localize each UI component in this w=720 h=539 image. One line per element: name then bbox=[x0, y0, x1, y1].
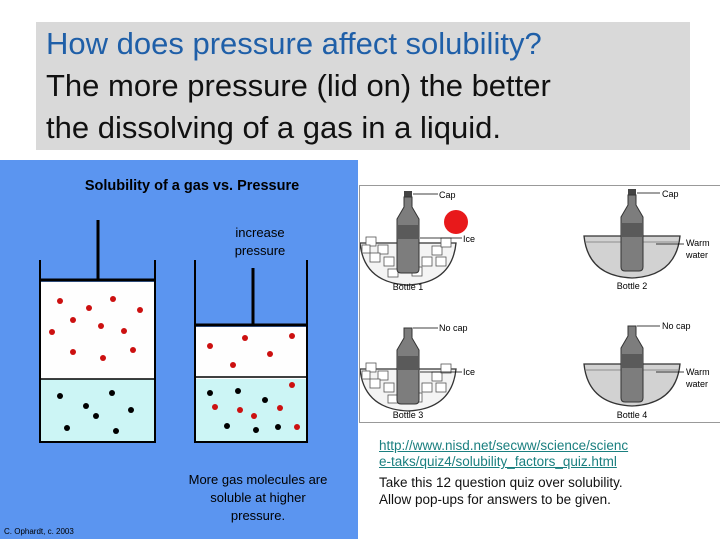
gas-molecules-red bbox=[207, 333, 300, 430]
bottle-3-label: Bottle 3 bbox=[393, 410, 424, 420]
bottle-2: Cap Warm water Bottle 2 bbox=[583, 188, 710, 291]
quiz-note: Take this 12 question quiz over solubili… bbox=[379, 474, 709, 508]
slide-answer-line-1: The more pressure (lid on) the better bbox=[46, 68, 551, 103]
gas-region bbox=[195, 327, 307, 379]
quiz-link-line-1[interactable]: http://www.nisd.net/secww/science/scienc bbox=[379, 438, 629, 453]
bottle-3-ice-callout: Ice bbox=[463, 367, 475, 377]
liquid-region bbox=[195, 379, 307, 441]
bottle-1-cap-callout: Cap bbox=[439, 190, 456, 200]
bottle-1-ice-callout: Ice bbox=[463, 234, 475, 244]
bottle-2-water-callout: water bbox=[685, 250, 708, 260]
dissolved-gas-molecules-red bbox=[49, 296, 143, 361]
bottle-3-nocap-callout: No cap bbox=[439, 323, 468, 333]
bottle-1-label: Bottle 1 bbox=[393, 282, 424, 292]
red-dot-marker bbox=[444, 210, 468, 234]
dissolved-molecules-black bbox=[57, 390, 134, 434]
bottle-4: No cap Warm water Bottle 4 bbox=[583, 321, 710, 420]
diagram-title: Solubility of a gas vs. Pressure bbox=[85, 178, 299, 194]
pressure-diagram-svg: Solubility of a gas vs. Pressure bbox=[4, 178, 328, 536]
pressure-diagram: Solubility of a gas vs. Pressure bbox=[0, 160, 358, 539]
container-wall bbox=[194, 260, 308, 443]
slide-answer-line-2: the dissolving of a gas in a liquid. bbox=[46, 110, 501, 145]
bottle-3: No cap Ice Bottle 3 bbox=[360, 323, 475, 420]
bottle-4-nocap-callout: No cap bbox=[662, 321, 691, 331]
quiz-note-line-2: Allow pop-ups for answers to be given. bbox=[379, 492, 611, 507]
dissolved-molecules-black bbox=[207, 388, 281, 433]
caption-line-3: pressure. bbox=[231, 508, 285, 523]
bottle-4-label: Bottle 4 bbox=[617, 410, 648, 420]
bottles-figure-svg: Cap Ice Bottle 1 Cap Warm water Bottle 2… bbox=[360, 188, 710, 420]
bottles-figure: Cap Ice Bottle 1 Cap Warm water Bottle 2… bbox=[359, 185, 720, 423]
bottle-2-cap-callout: Cap bbox=[662, 189, 679, 199]
container-wall bbox=[39, 260, 156, 443]
caption-line-1: More gas molecules are bbox=[189, 472, 328, 487]
bottle-4-warm-callout: Warm bbox=[686, 367, 710, 377]
title-box bbox=[36, 22, 690, 150]
pressure-label: pressure bbox=[235, 243, 286, 258]
container-high-pressure bbox=[194, 260, 308, 443]
bottle-2-label: Bottle 2 bbox=[617, 281, 648, 291]
gas-region bbox=[40, 282, 155, 379]
quiz-note-line-1: Take this 12 question quiz over solubili… bbox=[379, 475, 623, 490]
bottle-4-water-callout: water bbox=[685, 379, 708, 389]
slide-question: How does pressure affect solubility? bbox=[46, 26, 542, 61]
liquid-region bbox=[40, 379, 155, 441]
bottle-2-warm-callout: Warm bbox=[686, 238, 710, 248]
credit-text: C. Ophardt, c. 2003 bbox=[4, 527, 74, 536]
bottle-1: Cap Ice Bottle 1 bbox=[360, 190, 475, 292]
quiz-link[interactable]: http://www.nisd.net/secww/science/scienc… bbox=[379, 438, 709, 470]
container-low-pressure bbox=[39, 220, 156, 443]
increase-label: increase bbox=[235, 225, 284, 240]
quiz-link-line-2[interactable]: e-taks/quiz4/solubility_factors_quiz.htm… bbox=[379, 454, 617, 469]
caption-line-2: soluble at higher bbox=[210, 490, 306, 505]
